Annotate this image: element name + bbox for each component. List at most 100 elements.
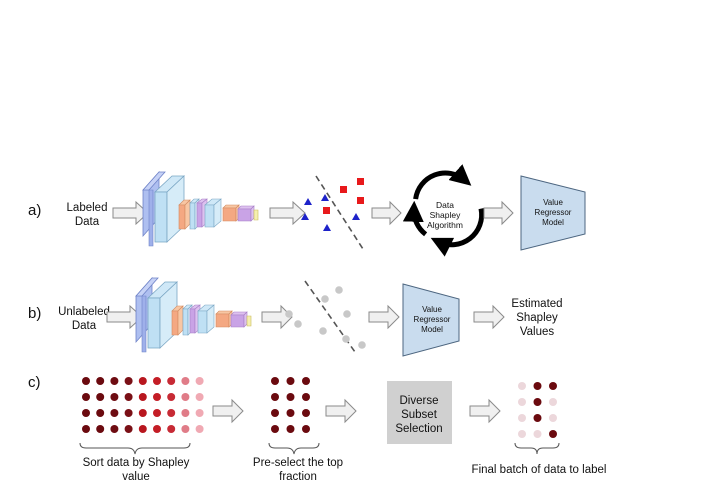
diverse-label-line2: Subset [401,409,438,421]
right-arrow-icon [473,304,505,330]
data-point-dot [82,393,90,401]
data-point-dot [82,409,90,417]
data-point-dot [110,425,119,433]
data-point-dot [518,382,526,390]
data-point-dot [195,393,204,401]
unlabeled-point [294,320,302,328]
data-point-dot [181,393,190,401]
data-point-dot [138,409,147,417]
preselect-label-line1: Pre-select the top [253,457,343,469]
data-point-dot [302,409,310,417]
unlabeled-point [319,327,327,335]
data-point-dot [533,382,542,390]
data-point-dot [153,409,161,417]
data-point-dot [124,377,133,385]
data-point-dot [286,377,295,385]
data-point-dot [271,425,279,433]
brace-icon [514,442,560,455]
red-square-marker [340,186,347,193]
data-point-dot [124,409,133,417]
data-point-dot [82,425,90,433]
data-point-dot [195,425,204,433]
blue-triangle-marker [323,224,331,231]
row-b-marker: b) [28,305,41,322]
data-point-dot [271,393,279,401]
data-point-dot [110,393,119,401]
row-b-input-label-line2: Data [72,320,97,332]
row-c-marker: c) [28,374,41,391]
data-point-dot [96,409,105,417]
right-arrow-icon [261,304,293,330]
data-point-dot [167,409,176,417]
right-arrow-icon [368,304,400,330]
data-point-dot [533,398,542,406]
final-batch-label: Final batch of data to label [472,464,607,476]
data-point-dot [124,393,133,401]
data-point-dot [138,425,147,433]
regressor-a-line2: Regressor [535,208,572,217]
scatter-plot-icon [285,280,366,353]
sort-label-line2: value [122,471,150,483]
data-point-dot [96,425,105,433]
data-point-dot [549,414,557,422]
red-square-marker [323,207,330,214]
blue-triangle-marker [304,198,312,205]
blue-triangle-marker [352,213,360,220]
data-point-dot [271,409,279,417]
dot-grid-icon [271,377,310,433]
data-point-dot [181,409,190,417]
unlabeled-point [343,310,351,318]
data-point-dot [153,425,161,433]
data-point-dot [138,377,147,385]
regressor-b-line1: Value [422,305,442,314]
regressor-b-line3: Model [421,325,443,334]
data-point-dot [286,425,295,433]
data-point-dot [286,393,295,401]
data-point-dot [82,377,90,385]
unlabeled-point [358,341,366,349]
data-point-dot [181,425,190,433]
data-point-dot [124,425,133,433]
shapley-label-line2: Shapley [430,210,461,220]
right-arrow-icon [483,200,514,226]
data-point-dot [138,393,147,401]
estimated-values-line2: Shapley [516,312,558,324]
regressor-a-line3: Model [542,218,564,227]
right-arrow-icon [371,200,402,226]
right-arrow-icon [469,398,501,424]
estimated-values-line3: Values [520,326,555,338]
data-point-dot [153,393,161,401]
data-point-dot [518,398,526,406]
row-a-input-label-line2: Data [75,216,100,228]
row-a-marker: a) [28,202,41,219]
data-point-dot [181,377,190,385]
data-point-dot [167,377,176,385]
right-arrow-icon [112,200,149,226]
data-point-dot [271,377,279,385]
data-point-dot [302,377,310,385]
dot-grid-icon [518,382,557,438]
cnn-network-icon [135,276,252,353]
data-point-dot [110,409,119,417]
shapley-label-line1: Data [436,200,454,210]
brace-icon [268,442,320,455]
cnn-network-icon [142,170,259,247]
unlabeled-point [321,295,329,303]
right-arrow-icon [269,200,306,226]
blue-triangle-marker [301,213,309,220]
blue-triangle-marker [321,194,329,201]
data-point-dot [195,377,204,385]
data-point-dot [96,393,105,401]
diverse-label-line3: Selection [395,423,442,435]
data-point-dot [533,414,542,422]
trapezoid-model-icon [520,175,586,251]
data-point-dot [302,393,310,401]
red-square-marker [357,178,364,185]
red-square-marker [357,197,364,204]
diverse-subset-box [387,381,452,444]
diverse-label-line1: Diverse [400,395,439,407]
right-arrow-icon [325,398,357,424]
data-point-dot [302,425,310,433]
right-arrow-icon [212,398,244,424]
